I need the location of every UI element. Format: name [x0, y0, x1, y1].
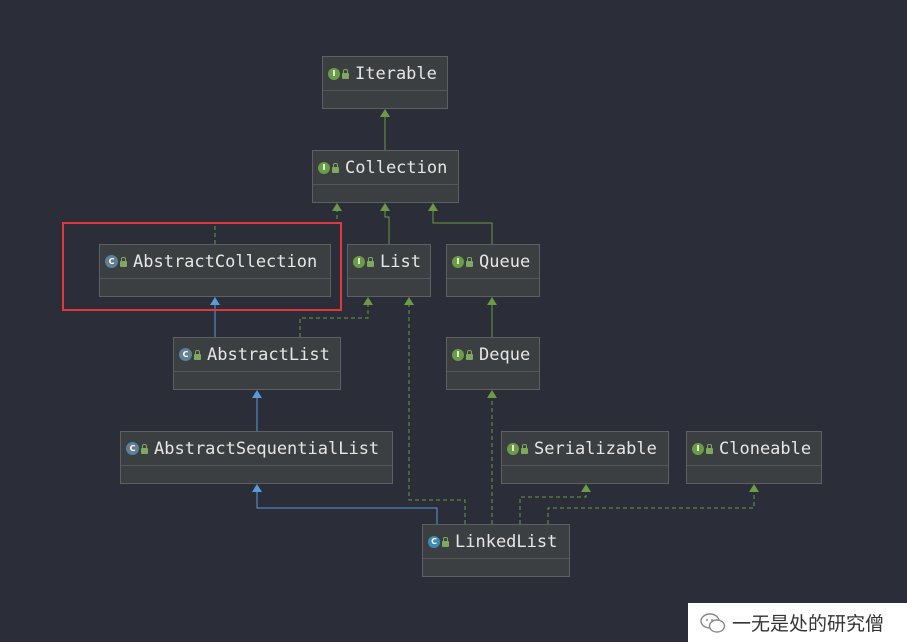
edge-linkedlist-deque — [487, 390, 497, 524]
edge-abstractcollection-collection — [214, 203, 342, 244]
wechat-icon — [700, 612, 726, 633]
lock-icon — [141, 443, 148, 454]
interface-icon: I — [328, 67, 340, 80]
node-label: LinkedList — [455, 531, 558, 552]
lock-icon — [194, 349, 201, 360]
node-list[interactable]: I List — [347, 244, 431, 297]
node-label: List — [380, 251, 421, 272]
node-collection[interactable]: I Collection — [312, 150, 459, 203]
interface-icon: I — [318, 161, 330, 174]
node-deque[interactable]: I Deque — [446, 337, 540, 390]
edge-linkedlist-serializable — [519, 484, 591, 524]
node-label: Queue — [479, 251, 531, 272]
interface-icon: I — [692, 442, 704, 455]
node-abstract-collection[interactable]: C AbstractCollection — [99, 244, 331, 297]
node-label: AbstractList — [207, 344, 330, 365]
edge-abstractlist-abstractcollection — [210, 297, 220, 337]
edge-collection-iterable — [380, 109, 390, 150]
lock-icon — [521, 443, 528, 454]
lock-icon — [342, 68, 349, 79]
node-linked-list[interactable]: C LinkedList — [422, 524, 570, 577]
node-label: AbstractCollection — [133, 251, 318, 272]
highlight-box — [62, 222, 342, 311]
lock-icon — [466, 349, 473, 360]
lock-icon — [120, 256, 127, 267]
node-abstract-list[interactable]: C AbstractList — [173, 337, 341, 390]
node-label: Collection — [345, 157, 448, 178]
edge-deque-queue — [487, 297, 497, 337]
node-serializable[interactable]: I Serializable — [501, 431, 669, 484]
interface-icon: I — [452, 255, 464, 268]
node-queue[interactable]: I Queue — [446, 244, 540, 297]
node-abstract-sequential-list[interactable]: C AbstractSequentialList — [120, 431, 393, 484]
node-label: AbstractSequentialList — [154, 438, 380, 459]
edge-linkedlist-list — [404, 297, 466, 524]
interface-icon: I — [507, 442, 519, 455]
edge-linkedlist-abstractsequentiallist — [252, 484, 438, 524]
abstract-class-icon: C — [126, 442, 139, 455]
lock-icon — [332, 162, 339, 173]
watermark-text: 一无是处的研究僧 — [732, 613, 885, 635]
lock-icon — [442, 536, 449, 547]
edge-queue-collection — [428, 203, 493, 244]
lock-icon — [706, 443, 713, 454]
edge-abstractlist-list — [299, 297, 373, 337]
abstract-class-icon: C — [105, 255, 118, 268]
node-label: Deque — [479, 344, 531, 365]
abstract-class-icon: C — [179, 348, 192, 361]
node-cloneable[interactable]: I Cloneable — [686, 431, 822, 484]
edge-list-collection — [380, 203, 390, 244]
node-label: Serializable — [534, 438, 657, 459]
class-icon: C — [428, 535, 440, 548]
node-label: Iterable — [355, 63, 437, 84]
interface-icon: I — [353, 255, 365, 268]
lock-icon — [466, 256, 473, 267]
edge-abstractsequentiallist-abstractlist — [252, 390, 262, 431]
node-iterable[interactable]: I Iterable — [322, 56, 448, 109]
watermark: 一无是处的研究僧 — [688, 603, 907, 642]
interface-icon: I — [452, 348, 464, 361]
lock-icon — [367, 256, 374, 267]
edge-linkedlist-cloneable — [547, 484, 759, 524]
node-label: Cloneable — [719, 438, 812, 459]
